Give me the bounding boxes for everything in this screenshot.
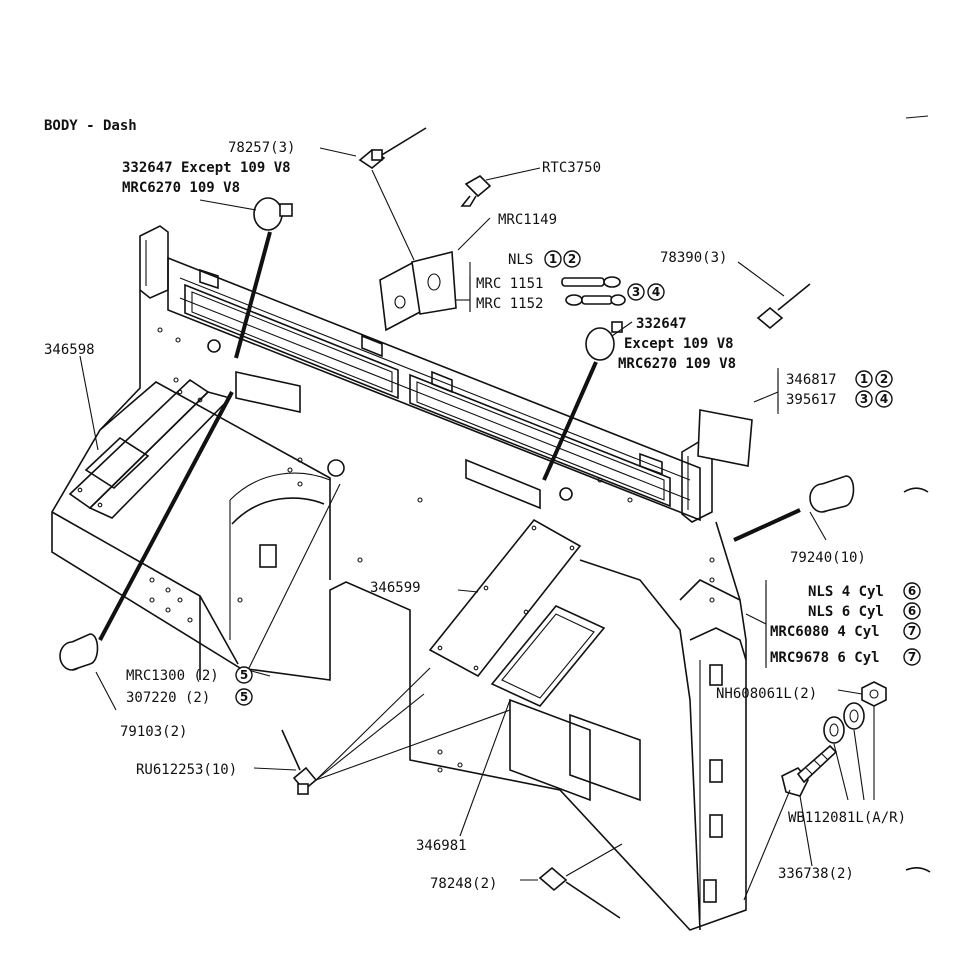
label-RU612253: RU612253(10) bbox=[136, 762, 237, 778]
svg-text:5: 5 bbox=[240, 690, 248, 704]
svg-text:4: 4 bbox=[880, 392, 888, 406]
circled-number-6a: 6 bbox=[903, 582, 921, 600]
label-332647-right: 332647 bbox=[636, 316, 687, 332]
grommet-79240 bbox=[809, 475, 855, 513]
washer-WB112081L bbox=[823, 702, 865, 744]
svg-text:3: 3 bbox=[632, 285, 640, 299]
label-346599: 346599 bbox=[370, 580, 421, 596]
svg-text:2: 2 bbox=[880, 372, 888, 386]
svg-text:1: 1 bbox=[860, 372, 868, 386]
nut-NH608061L bbox=[861, 681, 887, 707]
rivet-RU612253 bbox=[281, 729, 318, 795]
svg-text:7: 7 bbox=[908, 650, 916, 664]
cover-plate-346981 bbox=[490, 605, 606, 707]
label-MRC1149: MRC1149 bbox=[498, 212, 557, 228]
label-MRC1152: MRC 1152 bbox=[476, 296, 543, 312]
circled-number-1b: 1 bbox=[855, 370, 873, 388]
svg-text:5: 5 bbox=[240, 668, 248, 682]
circled-number-5a: 5 bbox=[235, 666, 253, 684]
label-except-109-v8: Except 109 V8 bbox=[624, 336, 734, 352]
knob-332647-left bbox=[253, 197, 293, 231]
bolt-336738 bbox=[781, 744, 838, 797]
svg-text:1: 1 bbox=[549, 252, 557, 266]
label-395617: 395617 bbox=[786, 392, 837, 408]
clip-RTC3750 bbox=[460, 175, 492, 207]
label-78248: 78248(2) bbox=[430, 876, 497, 892]
label-346598: 346598 bbox=[44, 342, 95, 358]
label-NLS-6-cyl: NLS 6 Cyl bbox=[808, 604, 884, 620]
label-346981: 346981 bbox=[416, 838, 467, 854]
label-346817: 346817 bbox=[786, 372, 837, 388]
rivet-78257 bbox=[358, 127, 427, 169]
svg-text:3: 3 bbox=[860, 392, 868, 406]
rivet-78390 bbox=[756, 283, 811, 330]
circled-number-4: 4 bbox=[647, 283, 665, 301]
stud-MRC1151 bbox=[561, 276, 621, 288]
leader-lines bbox=[79, 147, 875, 901]
label-MRC1300: MRC1300 (2) bbox=[126, 668, 219, 684]
circled-number-5b: 5 bbox=[235, 688, 253, 706]
plate-346817 bbox=[697, 409, 753, 467]
diagram-title: BODY - Dash bbox=[44, 118, 137, 134]
dash-panel bbox=[51, 225, 747, 931]
label-332647-left: 332647 Except 109 V8 bbox=[122, 160, 291, 176]
label-MRC6270-right: MRC6270 109 V8 bbox=[618, 356, 736, 372]
circled-number-2b: 2 bbox=[875, 370, 893, 388]
stud-MRC1152 bbox=[565, 294, 626, 306]
label-MRC6080: MRC6080 4 Cyl bbox=[770, 624, 880, 640]
circled-number-1: 1 bbox=[544, 250, 562, 268]
label-78390: 78390(3) bbox=[660, 250, 727, 266]
label-MRC1151: MRC 1151 bbox=[476, 276, 543, 292]
label-79240: 79240(10) bbox=[790, 550, 866, 566]
rivet-78248 bbox=[538, 866, 621, 919]
knob-332647-right bbox=[585, 321, 623, 361]
label-MRC9678: MRC9678 6 Cyl bbox=[770, 650, 880, 666]
label-NLS-4-cyl: NLS 4 Cyl bbox=[808, 584, 884, 600]
circled-number-2: 2 bbox=[563, 250, 581, 268]
label-RTC3750: RTC3750 bbox=[542, 160, 601, 176]
circled-number-4b: 4 bbox=[875, 390, 893, 408]
circled-number-3: 3 bbox=[627, 283, 645, 301]
label-WB112081L: WB112081L(A/R) bbox=[788, 810, 906, 826]
label-78257: 78257(3) bbox=[228, 140, 295, 156]
svg-text:2: 2 bbox=[568, 252, 576, 266]
label-MRC6270-left: MRC6270 109 V8 bbox=[122, 180, 240, 196]
svg-text:6: 6 bbox=[908, 584, 916, 598]
cover-plate-346599 bbox=[428, 518, 582, 678]
label-79103: 79103(2) bbox=[120, 724, 187, 740]
circled-number-3b: 3 bbox=[855, 390, 873, 408]
svg-text:4: 4 bbox=[652, 285, 660, 299]
circled-number-7a: 7 bbox=[903, 622, 921, 640]
svg-text:6: 6 bbox=[908, 604, 916, 618]
label-NLS: NLS bbox=[508, 252, 533, 268]
label-307220: 307220 (2) bbox=[126, 690, 210, 706]
bracket-MRC1149 bbox=[379, 250, 457, 332]
circled-number-6b: 6 bbox=[903, 602, 921, 620]
label-336738: 336738(2) bbox=[778, 866, 854, 882]
svg-text:7: 7 bbox=[908, 624, 916, 638]
label-NH608061L: NH608061L(2) bbox=[716, 686, 817, 702]
grommet-79103 bbox=[59, 633, 99, 671]
cover-plate-346598 bbox=[68, 378, 232, 519]
circled-number-7b: 7 bbox=[903, 648, 921, 666]
